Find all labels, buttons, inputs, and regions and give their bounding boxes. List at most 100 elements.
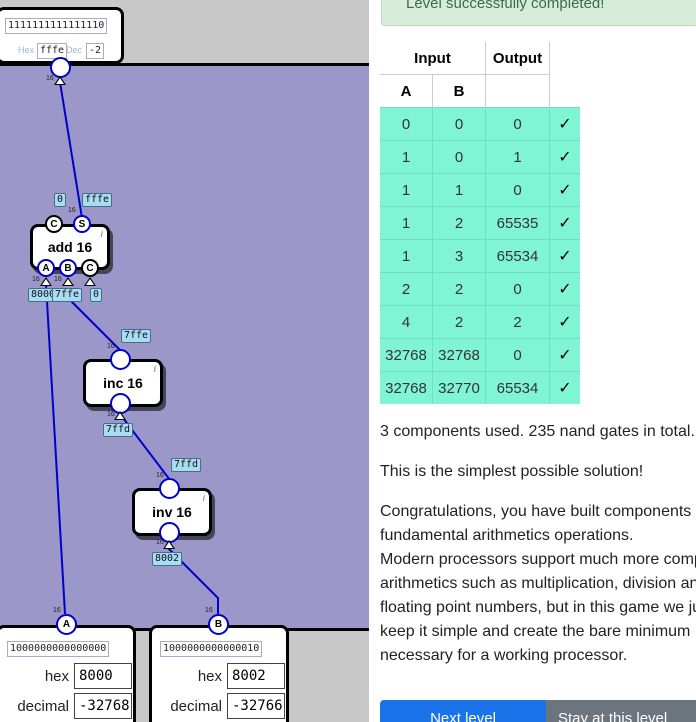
- add-a-connector[interactable]: [40, 277, 52, 286]
- add-c-connector[interactable]: [84, 277, 96, 286]
- cell-a: 0: [380, 107, 433, 141]
- info-icon[interactable]: i: [100, 229, 103, 239]
- cell-output: 65535: [485, 206, 550, 240]
- input-a-bit-width: 16: [53, 607, 61, 614]
- cell-a: 32768: [380, 338, 433, 372]
- output-bits: 1111111111111110: [5, 18, 108, 34]
- wire-sum-to-output: [59, 81, 83, 219]
- input-b-decimal-field[interactable]: -32766: [227, 693, 285, 719]
- circuit-editor[interactable]: 1111111111111110 Hex fffe Dec -2 16 0 ff…: [0, 0, 369, 722]
- cell-output: 0: [485, 338, 550, 372]
- cell-check: ✓: [549, 107, 580, 141]
- input-a-hex-field[interactable]: 8000: [74, 663, 132, 689]
- cell-check: ✓: [549, 305, 580, 339]
- input-a-bits[interactable]: 1000000000000000: [7, 641, 110, 657]
- inc-16-label: inc 16: [103, 375, 143, 391]
- congrats-line: arithmetics such as multiplication, divi…: [380, 575, 696, 592]
- add-pin-sum[interactable]: S: [73, 215, 91, 233]
- input-b-pin[interactable]: B: [208, 614, 229, 635]
- inv-out-connector[interactable]: [163, 540, 175, 549]
- cell-output: 0: [485, 173, 550, 207]
- cell-b: 3: [432, 239, 486, 273]
- cell-a: 2: [380, 272, 433, 306]
- cell-b: 2: [432, 272, 486, 306]
- cell-check: ✓: [549, 239, 580, 273]
- tag-add-sum: fffe: [82, 193, 113, 207]
- success-banner: Level successfully completed!: [381, 0, 696, 26]
- input-b-panel[interactable]: 1000000000000010 hex 8002 decimal -32766: [149, 625, 289, 722]
- input-b-decimal-label: decimal: [170, 698, 222, 715]
- output-connector[interactable]: [54, 76, 66, 85]
- info-icon[interactable]: i: [153, 364, 156, 374]
- cell-a: 1: [380, 239, 433, 273]
- add-pin-b[interactable]: B: [59, 259, 77, 277]
- output-display: 1111111111111110 Hex fffe Dec -2: [0, 7, 124, 64]
- output-group-header: Output: [485, 42, 550, 75]
- cell-a: 4: [380, 305, 433, 339]
- cell-check: ✓: [549, 272, 580, 306]
- add-pin-a[interactable]: A: [37, 259, 55, 277]
- output-hex-label: Hex: [18, 45, 35, 55]
- inv-pin-in[interactable]: [159, 478, 180, 499]
- column-header-a: A: [380, 74, 433, 108]
- congrats-line: Congratulations, you have built componen…: [380, 503, 696, 520]
- cell-check: ✓: [549, 206, 580, 240]
- cell-a: 1: [380, 173, 433, 207]
- input-group-header: Input: [380, 42, 486, 75]
- level-panel: Level successfully completed! Input Outp…: [369, 0, 696, 722]
- inv-16-label: inv 16: [152, 504, 192, 520]
- add-a-bit-width: 16: [32, 276, 40, 283]
- tag-inv-in: 7ffd: [171, 458, 202, 472]
- add-pin-carry-out[interactable]: C: [45, 215, 63, 233]
- check-header: [550, 42, 581, 75]
- simplest-solution-text: This is the simplest possible solution!: [380, 463, 644, 480]
- input-a-decimal-field[interactable]: -32768: [74, 693, 132, 719]
- input-a-panel[interactable]: 1000000000000000 hex 8000 decimal -32768: [0, 625, 136, 722]
- input-a-hex-label: hex: [44, 668, 69, 685]
- column-header-output: [485, 74, 550, 108]
- tag-add-carry-in: 0: [90, 288, 103, 302]
- cell-b: 32770: [432, 371, 486, 404]
- input-b-bit-width: 16: [205, 607, 213, 614]
- cell-b: 1: [432, 173, 486, 207]
- add-pin-carry-in[interactable]: C: [81, 259, 99, 277]
- input-b-bits[interactable]: 1000000000000010: [160, 641, 263, 657]
- input-b-hex-label: hex: [197, 668, 222, 685]
- input-b-hex-field[interactable]: 8002: [227, 663, 285, 689]
- tag-add-b: 7ffe: [52, 288, 83, 302]
- stats-text: 3 components used. 235 nand gates in tot…: [380, 423, 695, 440]
- cell-output: 65534: [485, 371, 550, 404]
- cell-b: 0: [432, 140, 486, 174]
- inc-out-connector[interactable]: [114, 411, 126, 420]
- input-a-pin[interactable]: A: [56, 614, 77, 635]
- tag-add-carry-out: 0: [54, 193, 67, 207]
- cell-check: ✓: [549, 140, 580, 174]
- tag-inc-out: 7ffd: [103, 423, 134, 437]
- wire-add-b-to-inc: [67, 297, 121, 351]
- cell-b: 2: [432, 206, 486, 240]
- next-level-button[interactable]: Next level: [380, 700, 546, 722]
- stay-at-level-button[interactable]: Stay at this level: [546, 700, 696, 722]
- info-icon[interactable]: i: [202, 493, 205, 503]
- add-b-bit-width: 16: [54, 276, 62, 283]
- output-hex-value: fffe: [37, 43, 68, 59]
- tag-add-a: 8000: [28, 288, 59, 302]
- add-b-connector[interactable]: [62, 277, 74, 286]
- tag-inc-in: 7ffe: [121, 329, 152, 343]
- cell-b: 0: [432, 107, 486, 141]
- inc-pin-in[interactable]: [110, 349, 131, 370]
- inc-in-bit-width: 16: [107, 343, 115, 350]
- cell-a: 1: [380, 140, 433, 174]
- column-header-check: [550, 75, 581, 108]
- cell-check: ✓: [549, 338, 580, 372]
- input-a-decimal-label: decimal: [17, 698, 69, 715]
- cell-output: 2: [485, 305, 550, 339]
